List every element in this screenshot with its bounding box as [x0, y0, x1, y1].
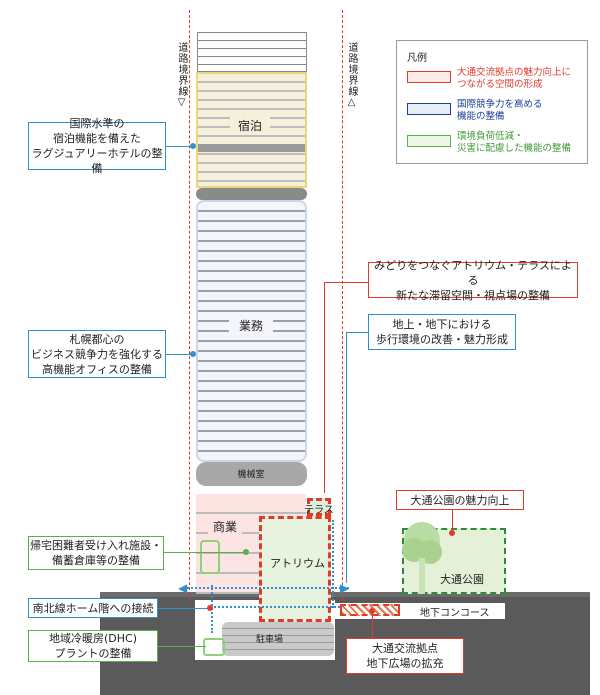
legend-swatch-red: [407, 71, 451, 83]
leader-dhc: [158, 646, 206, 647]
concourse-label: 地下コンコース: [420, 608, 490, 619]
callout-dhc: 地域冷暖房(DHC)プラントの整備: [28, 630, 158, 662]
right-boundary-line: [342, 10, 343, 600]
atrium-border: [259, 516, 331, 622]
leader-atrium: [324, 282, 369, 493]
terrace-label: テラス: [304, 505, 334, 516]
legend-item-green: 環境負荷低減・災害に配慮した機能の整備: [457, 131, 572, 154]
parking: [222, 622, 334, 656]
dot-shelter: [243, 549, 249, 555]
left-boundary-label: 道路境界線▽: [176, 42, 187, 109]
dot-hotel: [190, 143, 196, 149]
commercial-label: 商業: [208, 518, 242, 535]
terrace: [307, 498, 331, 516]
machine-room: [196, 462, 307, 486]
walkway-arrow-right-icon: ▶: [340, 581, 350, 595]
park-tree-icon: [402, 510, 442, 594]
park-label: 大通公園: [440, 573, 484, 586]
leader-plaza: [372, 612, 373, 638]
leader-shelter: [164, 552, 246, 553]
machine-room-label: 機械室: [237, 470, 265, 480]
legend-title: 凡例: [407, 53, 427, 64]
callout-plaza: 大通交流拠点地下広場の拡充: [346, 638, 464, 674]
left-boundary-line: [189, 10, 190, 600]
leader-hotel: [166, 146, 194, 147]
office-top-band: [196, 188, 307, 200]
leader-walkway: [346, 332, 369, 583]
leader-park: [452, 510, 453, 532]
walkway-vertical-right: [332, 520, 334, 608]
roof-structure: [197, 32, 307, 72]
right-boundary-label: 道路境界線△: [346, 42, 357, 109]
leader-subway: [158, 608, 210, 609]
legend-swatch-green: [407, 135, 451, 147]
callout-park: 大通公園の魅力向上: [396, 490, 524, 510]
legend-item-red: 大通交流拠点の魅力向上につながる空間の形成: [457, 67, 572, 90]
walkway-arrow-left-icon: ◀: [178, 581, 188, 595]
parking-label: 駐車場: [256, 635, 284, 645]
ground-line: [100, 592, 590, 597]
hotel-floor-label: 宿泊: [230, 117, 270, 134]
leader-office: [166, 354, 194, 355]
callout-shelter: 帰宅困難者受け入れ施設・備蓄倉庫等の整備: [28, 536, 164, 570]
legend-swatch-navy: [407, 103, 451, 115]
dot-subway: [207, 605, 213, 611]
callout-walkway: 地上・地下における歩行環境の改善・魅力形成: [368, 314, 516, 350]
office-floor-label: 業務: [229, 317, 273, 334]
callout-subway: 南北線ホーム階への接続: [28, 598, 158, 618]
legend: 凡例 大通交流拠点の魅力向上につながる空間の形成 国際競争力を高める機能の整備 …: [396, 40, 588, 164]
dhc-box: [203, 638, 225, 656]
legend-item-navy: 国際競争力を高める機能の整備: [457, 99, 543, 122]
hotel-grey-band: [198, 144, 305, 152]
callout-atrium: みどりをつなぐアトリウム・テラスによる新たな滞留空間・視点場の整備: [368, 259, 578, 302]
dot-plaza: [369, 608, 375, 614]
callout-hotel: 国際水準の宿泊機能を備えたラグジュアリーホテルの整備: [28, 117, 166, 175]
shelter-box: [200, 540, 220, 574]
walkway-underground: [210, 606, 340, 608]
dot-park: [449, 530, 455, 536]
walkway-ground: [183, 587, 349, 589]
atrium-label: アトリウム: [270, 555, 325, 571]
callout-office: 札幌都心のビジネス競争力を強化する高機能オフィスの整備: [28, 330, 166, 378]
dot-office: [190, 351, 196, 357]
